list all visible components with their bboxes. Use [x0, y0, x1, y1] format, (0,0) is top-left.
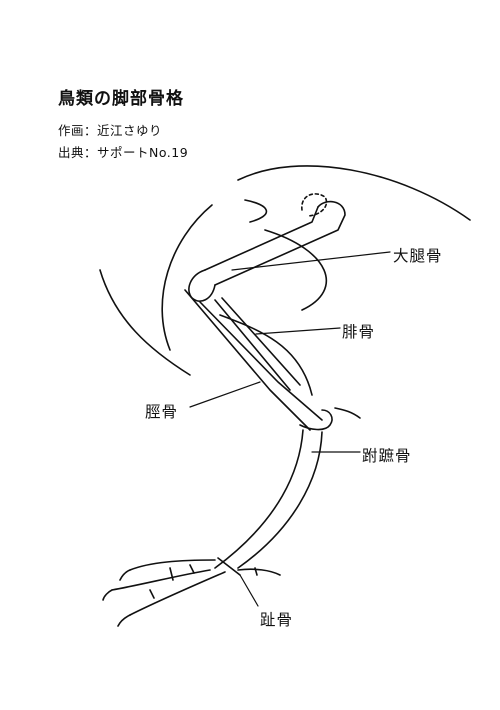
tarsometatarsus-label: 跗蹠骨 [362, 447, 412, 465]
body-outline [99, 165, 471, 419]
femur-bone [188, 200, 346, 302]
fibula-leader [255, 327, 341, 335]
source-credit: 出典：サポートNo.19 [58, 145, 189, 160]
page-title: 鳥類の脚部骨格 [58, 89, 184, 109]
toes-leader [239, 574, 259, 607]
tibia-label: 脛骨 [145, 403, 179, 421]
leader-lines [189, 251, 391, 607]
author-credit: 作画：近江さゆり [58, 123, 163, 138]
toes-label: 趾骨 [260, 611, 294, 629]
tibia-fibula-bones [184, 289, 333, 431]
tibia-leader [189, 381, 261, 408]
femur-label: 大腿骨 [393, 247, 443, 265]
toe-bones [102, 557, 281, 627]
tarsometatarsus-bone [214, 429, 323, 569]
fibula-label: 腓骨 [342, 323, 376, 341]
hip-joint-outline [301, 193, 328, 217]
femur-leader [231, 251, 391, 271]
